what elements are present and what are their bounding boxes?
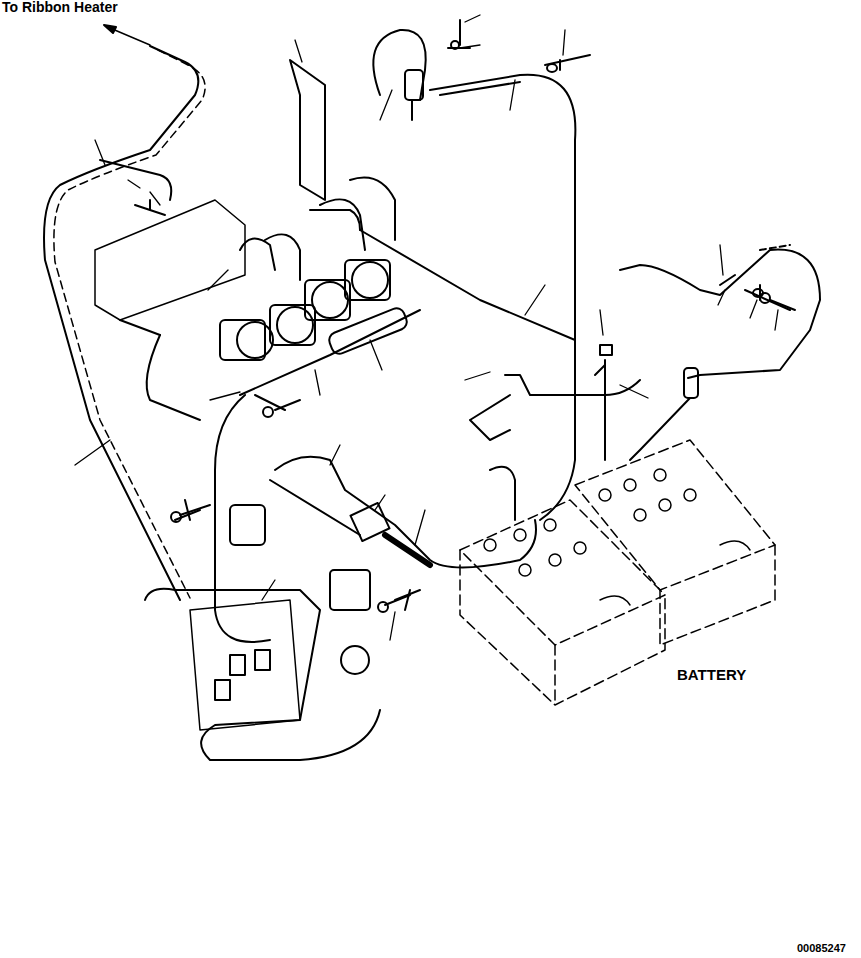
bolts xyxy=(171,293,795,612)
cables xyxy=(120,230,820,642)
mounting-plate xyxy=(95,160,245,320)
battery-symbol xyxy=(460,440,775,705)
drawing-number: 00085247 xyxy=(797,942,846,954)
relay-group xyxy=(220,178,409,361)
part-label: BATTERY xyxy=(677,667,746,684)
destination-label: To Ribbon Heater xyxy=(2,0,118,15)
leader-lines xyxy=(75,15,778,640)
battery-cells xyxy=(484,469,750,605)
upper-harness xyxy=(290,20,590,520)
ribbon-heater-cable xyxy=(44,25,205,600)
control-panel xyxy=(145,500,420,760)
